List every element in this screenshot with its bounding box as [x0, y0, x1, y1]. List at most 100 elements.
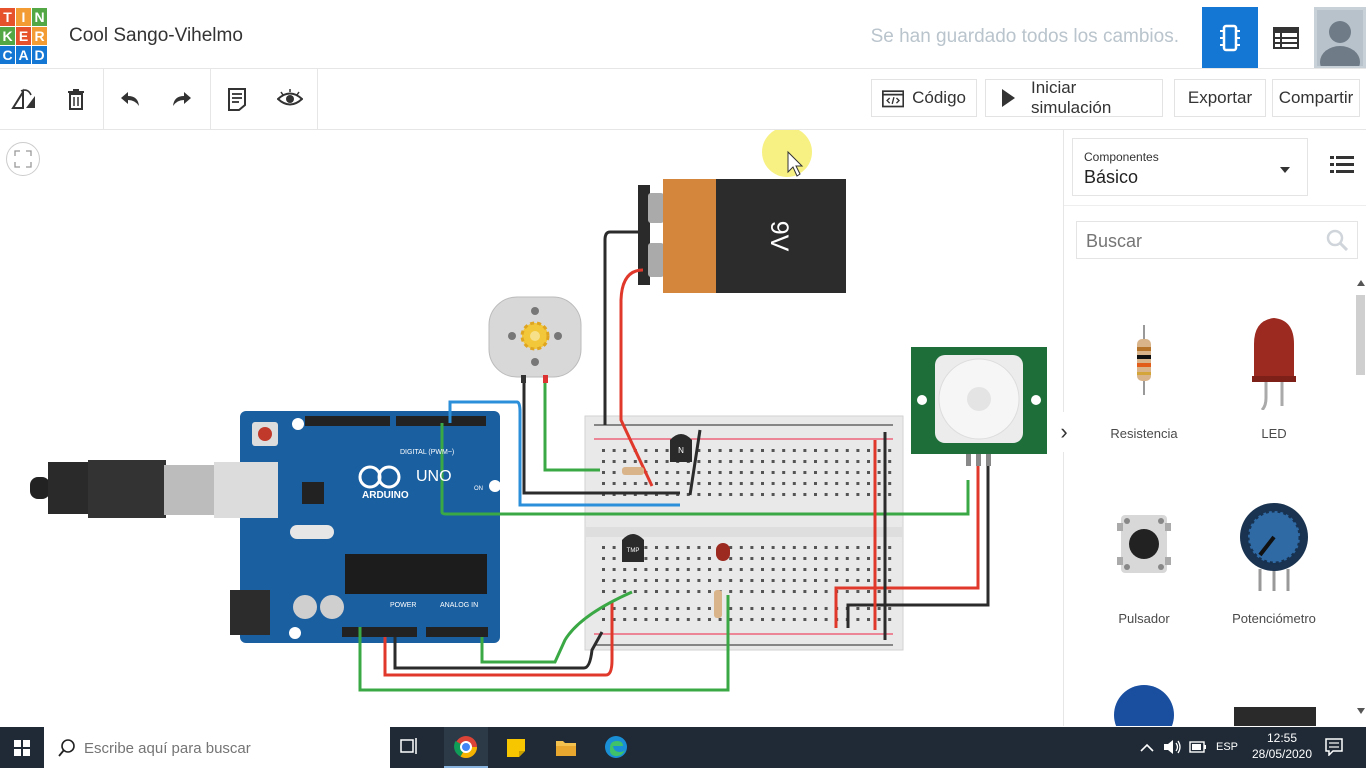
task-view-button[interactable]	[400, 737, 426, 759]
breadboard-hole	[729, 568, 733, 571]
edge-icon	[605, 736, 627, 758]
arduino-uno-board[interactable]	[30, 411, 501, 643]
breadboard-hole	[792, 482, 796, 485]
clock[interactable]: 12:55 28/05/2020	[1250, 731, 1314, 761]
breadboard-hole	[729, 590, 733, 593]
user-avatar[interactable]	[1314, 7, 1366, 68]
breadboard-hole	[718, 568, 722, 571]
breadboard-hole	[814, 607, 817, 610]
component-search[interactable]	[1076, 221, 1358, 260]
pir-motion-sensor[interactable]	[911, 347, 1047, 466]
fit-view-button[interactable]	[6, 142, 40, 176]
component-item-pushbutton[interactable]: Pulsador	[1089, 495, 1199, 635]
undo-button[interactable]	[112, 81, 148, 117]
code-button[interactable]: Código	[871, 79, 977, 117]
breadboard-hole	[686, 590, 690, 593]
notes-button[interactable]	[219, 81, 255, 117]
start-simulation-button[interactable]: Iniciar simulación	[985, 78, 1163, 117]
scroll-down-icon[interactable]	[1357, 708, 1365, 714]
breadboard-hole	[803, 607, 807, 610]
circuit-canvas[interactable]: 9V ARDUINO UNO DIGITAL (PWM~) POWER ANAL…	[0, 130, 1063, 726]
breadboard-hole	[782, 449, 786, 452]
breadboard-hole	[750, 460, 754, 463]
breadboard-hole	[602, 557, 605, 560]
breadboard-hole	[824, 618, 828, 621]
schematic-view-button[interactable]	[1258, 7, 1314, 68]
breadboard-hole	[803, 460, 807, 463]
windows-taskbar: ESP 12:55 28/05/2020	[0, 727, 1366, 768]
logo-letter: A	[16, 46, 31, 64]
show-hidden-icons-button[interactable]	[1140, 740, 1156, 754]
rotate-button[interactable]	[6, 81, 42, 117]
volume-button[interactable]	[1163, 739, 1183, 757]
resistor-on-board[interactable]	[622, 467, 722, 618]
component-item-partial[interactable]	[1234, 703, 1316, 726]
component-item-partial[interactable]	[1114, 683, 1174, 726]
battery-button[interactable]	[1189, 740, 1207, 754]
breadboard-hole	[845, 482, 849, 485]
visibility-button[interactable]	[272, 81, 308, 117]
component-item-led[interactable]: LED	[1219, 310, 1329, 450]
logo-letter: C	[0, 46, 15, 64]
language-indicator[interactable]: ESP	[1216, 741, 1239, 753]
npn-transistor[interactable]	[670, 434, 692, 462]
panel-scrollbar[interactable]	[1354, 280, 1366, 720]
breadboard-hole	[792, 607, 796, 610]
taskbar-app-file-explorer[interactable]	[544, 727, 588, 768]
circuit-drawing: 9V ARDUINO UNO DIGITAL (PWM~) POWER ANAL…	[30, 130, 1047, 692]
breadboard-hole	[877, 460, 881, 463]
component-item-resistor[interactable]: Resistencia	[1089, 310, 1199, 450]
task-view-icon	[400, 738, 417, 754]
component-search-input[interactable]	[1077, 222, 1328, 260]
breadboard-hole	[708, 618, 711, 621]
breadboard-hole	[655, 471, 658, 474]
delete-button[interactable]	[58, 81, 94, 117]
breadboard-hole	[803, 557, 807, 560]
battery-9v[interactable]	[638, 179, 846, 293]
breadboard-hole	[697, 460, 701, 463]
redo-button[interactable]	[164, 81, 200, 117]
breadboard-hole	[761, 607, 764, 610]
breadboard-hole	[835, 579, 839, 582]
scroll-up-icon[interactable]	[1357, 280, 1365, 286]
notes-icon	[228, 88, 246, 111]
export-button[interactable]: Exportar	[1174, 79, 1266, 117]
circuit-view-button[interactable]	[1202, 7, 1258, 68]
taskbar-app-sticky-notes[interactable]	[494, 727, 538, 768]
breadboard-hole	[824, 493, 828, 496]
breadboard[interactable]	[584, 415, 904, 651]
notifications-button[interactable]	[1325, 738, 1345, 758]
share-button[interactable]: Compartir	[1272, 79, 1360, 117]
taskbar-app-chrome[interactable]	[444, 727, 488, 768]
taskbar-search[interactable]	[44, 727, 390, 768]
start-button[interactable]	[0, 727, 44, 768]
breadboard-hole	[856, 482, 860, 485]
breadboard-hole	[686, 493, 690, 496]
breadboard-hole	[835, 493, 839, 496]
led-red[interactable]	[716, 543, 730, 561]
breadboard-hole	[729, 460, 733, 463]
chevron-right-icon: ›	[1060, 419, 1068, 444]
tmp-sensor[interactable]	[622, 534, 644, 562]
components-panel: › Componentes Básico Resistencia LED Pul…	[1054, 130, 1366, 726]
breadboard-hole	[856, 449, 860, 452]
logo-letter: R	[32, 27, 47, 45]
taskbar-search-input[interactable]	[82, 736, 376, 760]
panel-collapse-button[interactable]: ›	[1054, 412, 1074, 452]
breadboard-hole	[877, 482, 881, 485]
chip-icon	[1220, 24, 1240, 51]
scrollbar-thumb[interactable]	[1356, 295, 1365, 375]
breadboard-hole	[814, 546, 817, 549]
breadboard-hole	[835, 482, 839, 485]
dc-motor[interactable]	[488, 296, 582, 383]
breadboard-hole	[803, 471, 807, 474]
list-view-button[interactable]	[1330, 155, 1354, 180]
design-title[interactable]: Cool Sango-Vihelmo	[69, 25, 243, 46]
breadboard-hole	[877, 493, 881, 496]
breadboard-hole	[888, 546, 892, 549]
taskbar-app-edge[interactable]	[594, 727, 638, 768]
components-dropdown[interactable]: Componentes Básico	[1072, 138, 1308, 196]
component-item-potentiometer[interactable]: Potenciómetro	[1219, 495, 1329, 635]
tinkercad-logo[interactable]: T I N K E R C A D	[0, 8, 47, 64]
panel-divider	[1064, 205, 1366, 206]
